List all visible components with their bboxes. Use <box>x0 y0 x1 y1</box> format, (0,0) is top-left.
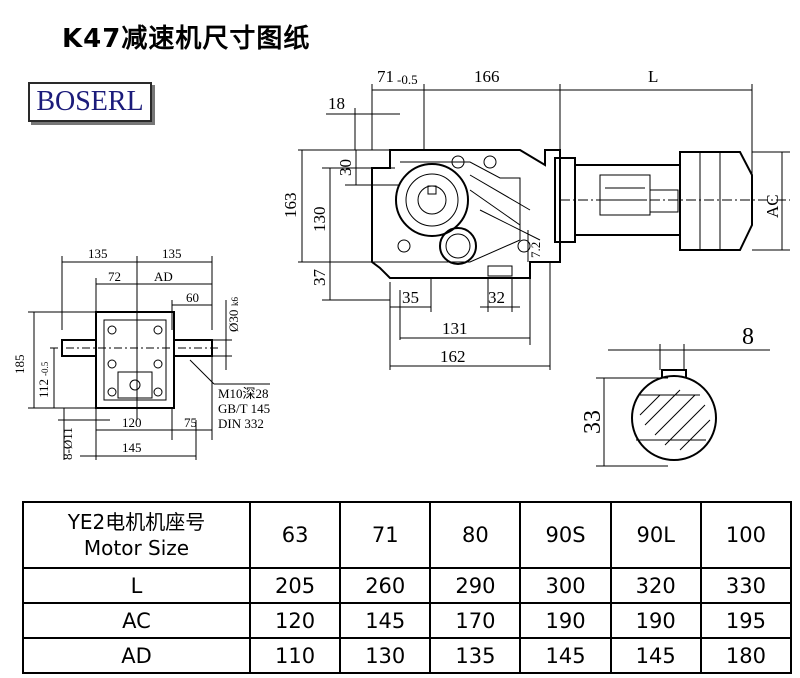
table-cell: 190 <box>609 602 702 639</box>
size-cell: 90L <box>609 501 702 569</box>
table-cell: 300 <box>519 567 612 604</box>
table-cell: 145 <box>609 637 702 674</box>
row-label: L <box>22 567 251 604</box>
table-row: AD 110 130 135 145 145 180 <box>22 637 793 674</box>
dim-L: L <box>648 67 658 86</box>
size-cell: 90S <box>519 501 612 569</box>
fv-dim-112: 112 <box>36 379 51 398</box>
dim-162: 162 <box>440 347 466 366</box>
side-view <box>298 84 790 370</box>
brand-logo: BOSERL <box>28 82 152 122</box>
header-label-cell: YE2电机机座号 Motor Size <box>22 501 251 569</box>
table-header-row: YE2电机机座号 Motor Size 63 71 80 90S 90L 100 <box>22 501 793 569</box>
fv-dim-185: 185 <box>12 355 27 375</box>
row-label: AD <box>22 637 251 674</box>
dim-131: 131 <box>442 319 468 338</box>
size-cell: 100 <box>699 501 793 569</box>
table-cell: 190 <box>519 602 612 639</box>
front-view <box>28 256 270 460</box>
fv-dim-8-d11: 8-Ø11 <box>60 427 75 460</box>
table-cell: 205 <box>248 567 342 604</box>
fv-dim-60: 60 <box>186 290 199 305</box>
brand-logo-text: BOSERL <box>36 86 144 117</box>
table-cell: 170 <box>429 602 522 639</box>
table-cell: 135 <box>429 637 522 674</box>
page-title: K47减速机尺寸图纸 <box>62 24 311 54</box>
note-m10: M10深28 <box>218 386 269 401</box>
dim-130: 130 <box>310 207 329 233</box>
dim-18: 18 <box>328 94 345 113</box>
fv-dim-AD: AD <box>154 269 173 284</box>
table-cell: 195 <box>699 602 793 639</box>
shaft-section <box>596 344 770 467</box>
technical-drawing: 71 -0.5 166 L 18 30 163 130 37 7.2 35 32… <box>12 67 790 467</box>
table-cell: 290 <box>429 567 522 604</box>
size-cell: 80 <box>429 501 522 569</box>
table-cell: 145 <box>519 637 612 674</box>
dim-166: 166 <box>474 67 500 86</box>
size-cell: 71 <box>339 501 432 569</box>
note-gbt145: GB/T 145 <box>218 401 270 416</box>
shaft-dim-33: 33 <box>580 410 606 434</box>
fv-dim-d30: Ø30 <box>226 310 241 332</box>
fv-dim-72: 72 <box>108 269 121 284</box>
dim-163: 163 <box>281 193 300 219</box>
dim-71-tol: -0.5 <box>397 72 418 87</box>
dim-35: 35 <box>402 288 419 307</box>
table-cell: 130 <box>339 637 432 674</box>
motor-size-table: YE2电机机座号 Motor Size 63 71 80 90S 90L 100… <box>22 501 793 674</box>
fv-dim-135-left: 135 <box>88 246 108 261</box>
note-din332: DIN 332 <box>218 416 264 431</box>
fv-dim-120: 120 <box>122 415 142 430</box>
header-label-cn: YE2电机机座号 <box>67 510 206 534</box>
size-cell: 63 <box>248 501 342 569</box>
table-cell: 145 <box>339 602 432 639</box>
table-row: L 205 260 290 300 320 330 <box>22 567 793 604</box>
table-cell: 120 <box>248 602 342 639</box>
shaft-dim-8: 8 <box>742 324 754 350</box>
fv-dim-135-right: 135 <box>162 246 182 261</box>
table-cell: 180 <box>699 637 793 674</box>
fv-dim-145: 145 <box>122 440 142 455</box>
dim-30: 30 <box>336 159 355 176</box>
fv-dim-112-tol: -0.5 <box>40 361 50 376</box>
dim-7-2: 7.2 <box>528 242 543 258</box>
fv-dim-75: 75 <box>184 415 197 430</box>
table-cell: 260 <box>339 567 432 604</box>
row-label: AC <box>22 602 251 639</box>
table-cell: 320 <box>609 567 702 604</box>
table-cell: 330 <box>699 567 793 604</box>
fv-dim-k6: k6 <box>230 297 240 307</box>
dim-37: 37 <box>310 269 329 287</box>
dim-32: 32 <box>488 288 505 307</box>
table-cell: 110 <box>248 637 342 674</box>
dim-71: 71 <box>377 67 394 86</box>
dim-AC: AC <box>763 194 782 218</box>
table-row: AC 120 145 170 190 190 195 <box>22 602 793 639</box>
header-label-en: Motor Size <box>83 536 190 560</box>
